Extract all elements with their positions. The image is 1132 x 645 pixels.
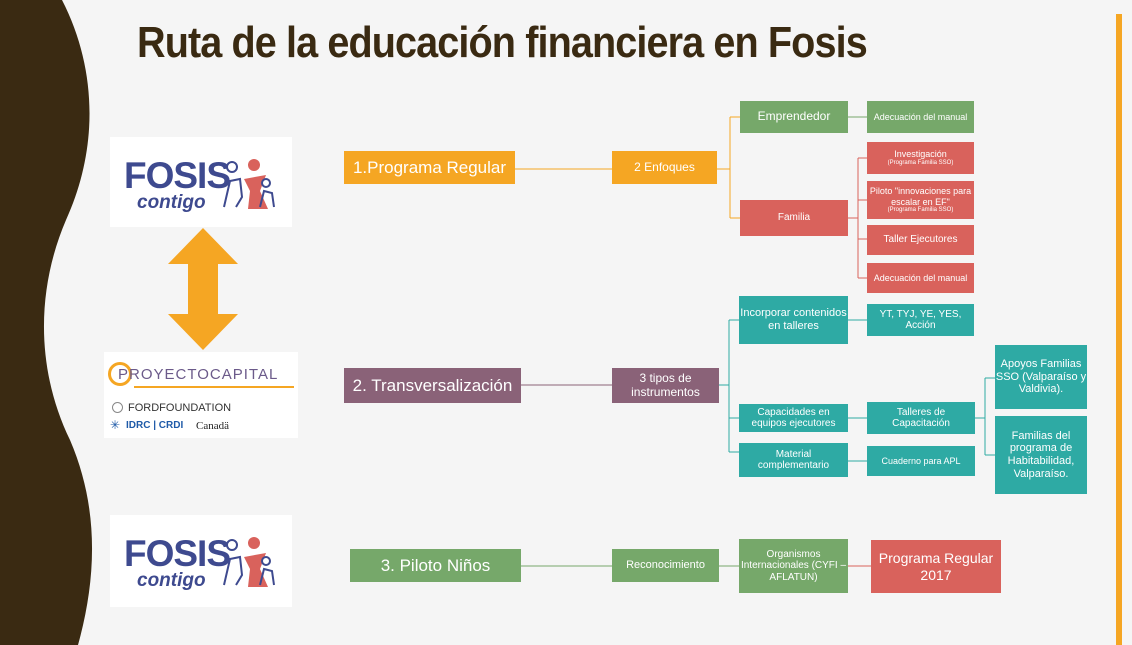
family-figures-icon	[223, 159, 275, 209]
node-adecuacion-manual-2: Adecuación del manual	[867, 263, 974, 293]
node-3-tipos-instrumentos: 3 tipos de instrumentos	[612, 368, 719, 403]
node-investigacion: Investigación (Programa Familia SSO)	[867, 142, 974, 174]
node-reconocimiento: Reconocimiento	[612, 549, 719, 582]
node-adecuacion-manual-1: Adecuación del manual	[867, 101, 974, 133]
node-talleres-capacitacion: Talleres de Capacitación	[867, 402, 975, 434]
double-arrow-icon	[168, 228, 238, 350]
fosis-wordmark: FOSIS	[124, 533, 231, 574]
node-material-complementario: Material complementario	[739, 443, 848, 477]
family-figures-icon	[223, 537, 275, 587]
right-accent-bar	[1116, 14, 1122, 645]
node-yt-tyj-ye-yes: YT, TYJ, YE, YES, Acción	[867, 304, 974, 336]
canada-wordmark: Canadä	[196, 420, 229, 432]
slide-title: Ruta de la educación financiera en Fosis	[137, 18, 868, 67]
node-taller-ejecutores: Taller Ejecutores	[867, 225, 974, 255]
proyecto-capital-ring-icon	[108, 362, 132, 386]
node-capacidades-equipos: Capacidades en equipos ejecutores	[739, 404, 848, 432]
node-apoyos-familias: Apoyos Familias SSO (Valparaíso y Valdiv…	[995, 345, 1087, 409]
node-cuaderno-apl: Cuaderno para APL	[867, 446, 975, 476]
fosis-tagline: contigo	[137, 570, 206, 591]
fosis-tagline: contigo	[137, 192, 206, 213]
node-emprendedor: Emprendedor	[740, 101, 848, 133]
node-familia: Familia	[740, 200, 848, 236]
left-wave-border	[0, 0, 93, 645]
node-piloto-ninos: 3. Piloto Niños	[350, 549, 521, 582]
node-programa-regular: 1.Programa Regular	[344, 151, 515, 184]
node-programa-regular-2017: Programa Regular 2017	[871, 540, 1001, 593]
proyecto-capital-logo: PROYECTOCAPITAL FORDFOUNDATION ✳ IDRC | …	[104, 352, 298, 438]
fosis-wordmark: FOSIS	[124, 155, 231, 196]
proyecto-capital-wordmark: PROYECTOCAPITAL	[118, 366, 279, 383]
proyecto-capital-underline	[134, 386, 294, 388]
idrc-wordmark: IDRC | CRDI	[126, 420, 184, 431]
node-transversalizacion: 2. Transversalización	[344, 368, 521, 403]
node-2-enfoques: 2 Enfoques	[612, 151, 717, 184]
fosis-logo-bottom: FOSIS contigo	[110, 515, 292, 607]
node-familias-habitabilidad: Familias del programa de Habitabilidad, …	[995, 416, 1087, 494]
ford-foundation-wordmark: FORDFOUNDATION	[128, 402, 232, 414]
idrc-star-icon: ✳	[110, 418, 121, 432]
fosis-logo-top: FOSIS contigo	[110, 137, 292, 227]
node-incorporar-contenidos: Incorporar contenidos en talleres	[739, 296, 848, 344]
ford-foundation-icon	[112, 402, 123, 413]
node-piloto-innovaciones: Piloto "innovaciones para escalar en EF"…	[867, 181, 974, 219]
node-organismos-internacionales: Organismos Internacionales (CYFI – AFLAT…	[739, 539, 848, 593]
